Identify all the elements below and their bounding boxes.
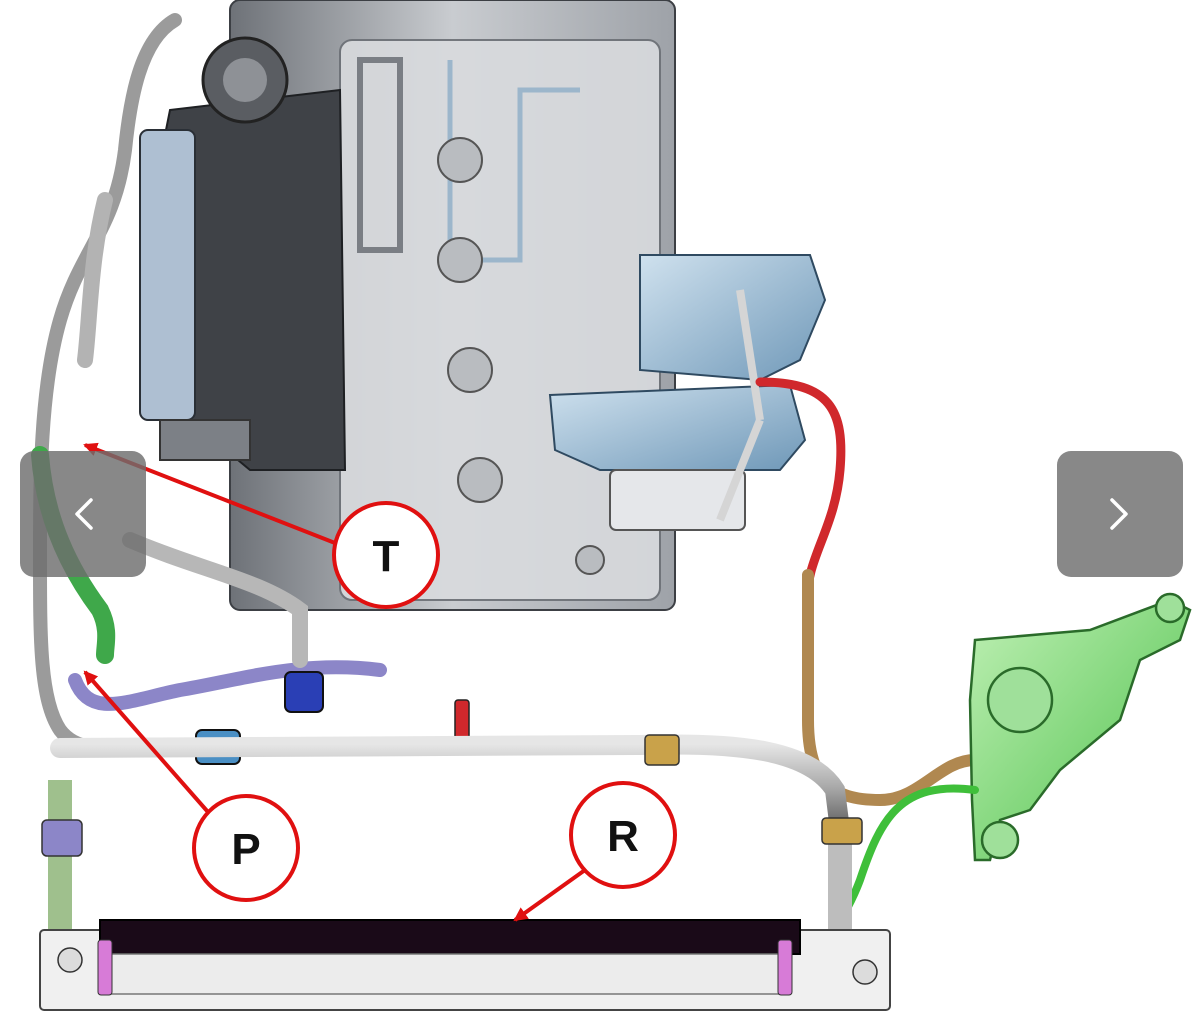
red-bleed-valve xyxy=(454,699,470,741)
callout-p-arrow xyxy=(83,670,217,822)
chevron-left-icon xyxy=(75,498,93,530)
turbocharger xyxy=(548,254,827,531)
callout-p-label: P xyxy=(231,825,260,874)
callout-r-label: R xyxy=(607,812,639,861)
callout-r-arrow xyxy=(513,868,587,922)
previous-image-button[interactable] xyxy=(20,451,146,577)
purple-coolant-hose xyxy=(68,660,387,711)
blue-fitting-1 xyxy=(284,671,324,713)
left-coolant-pipe xyxy=(32,13,182,757)
next-image-button[interactable] xyxy=(1057,451,1183,577)
coolant-expansion-reservoir xyxy=(968,592,1192,862)
lower-coolant-pipe xyxy=(50,734,850,840)
chevron-right-icon xyxy=(1110,498,1128,530)
callout-p: P xyxy=(192,794,300,902)
turbo-return-hose xyxy=(755,377,846,605)
bronze-coolant-hose xyxy=(802,569,981,807)
radiator xyxy=(39,919,891,1011)
callout-t-label: T xyxy=(373,532,400,581)
callout-r: R xyxy=(569,781,677,889)
callout-t: T xyxy=(332,501,440,609)
intake-manifold xyxy=(139,36,347,471)
